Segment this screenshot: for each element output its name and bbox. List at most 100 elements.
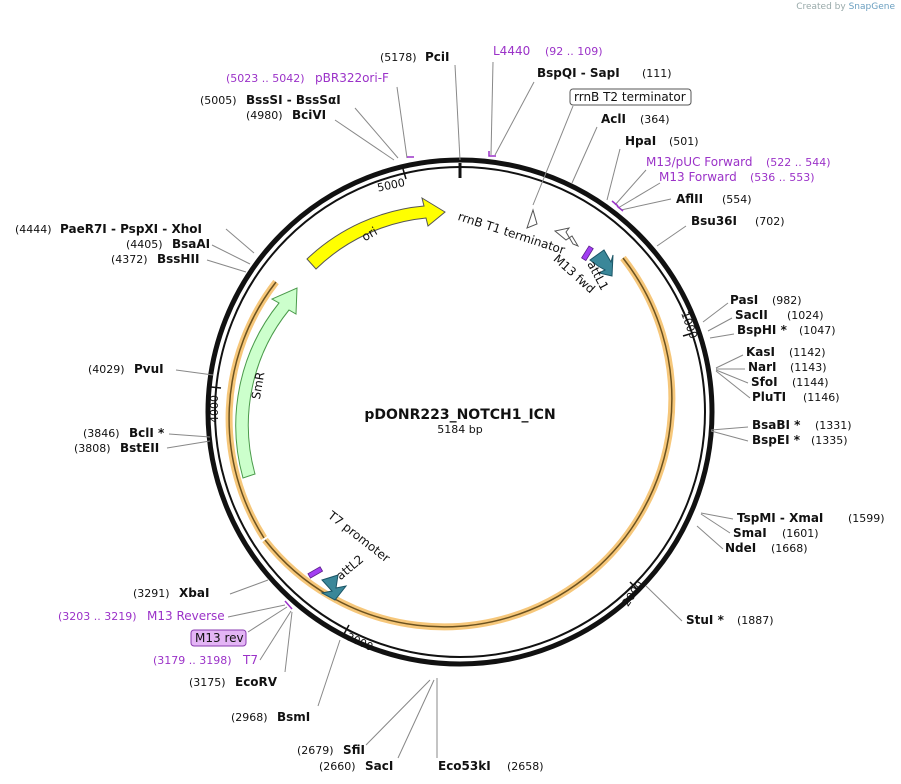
site-saci[interactable]: SacI xyxy=(365,759,393,773)
site-bsssi[interactable]: BssSI - BssSαI xyxy=(246,93,341,107)
orf-line-left xyxy=(228,281,277,539)
orf-highlight-right xyxy=(262,255,676,631)
site-sfoi-pos: (1144) xyxy=(792,376,829,389)
site-bsabi[interactable]: BsaBI * xyxy=(752,418,801,432)
primer-l4440-range: (92 .. 109) xyxy=(545,45,603,58)
site-xbai-pos: (3291) xyxy=(133,587,170,600)
svg-text:3000: 3000 xyxy=(344,630,375,654)
site-hpai[interactable]: HpaI xyxy=(625,134,656,148)
site-paer7i-pspxi-xhoi[interactable]: PaeR7I - PspXI - XhoI xyxy=(60,222,202,236)
rrnb-t1-label: rrnB T1 terminator xyxy=(456,209,567,257)
site-bsshii[interactable]: BssHII xyxy=(157,252,199,266)
rrnb-t1-arrow[interactable] xyxy=(526,208,538,229)
attl1-feature[interactable] xyxy=(589,249,614,277)
snapgene-logo: SnapGene xyxy=(848,2,895,12)
site-bsteii-pos: (3808) xyxy=(74,442,111,455)
site-ndei[interactable]: NdeI xyxy=(725,541,756,555)
site-pvui-pos: (4029) xyxy=(88,363,125,376)
primer-m13-forward-range: (536 .. 553) xyxy=(750,171,815,184)
site-bsmi[interactable]: BsmI xyxy=(277,710,310,724)
site-bcivi-pos: (4980) xyxy=(246,109,283,122)
site-kasi-pos: (1142) xyxy=(789,346,826,359)
site-ndei-pos: (1668) xyxy=(771,542,808,555)
site-sacii[interactable]: SacII xyxy=(735,308,768,322)
site-pluti[interactable]: PluTI xyxy=(752,390,786,404)
site-acli-pos: (364) xyxy=(640,113,670,126)
tick-4000: 4000 xyxy=(208,386,222,423)
site-ecorv-pos: (3175) xyxy=(189,676,226,689)
site-bsshii-pos: (4372) xyxy=(111,253,148,266)
site-sfii-pos: (2679) xyxy=(297,744,334,757)
svg-text:5000: 5000 xyxy=(376,176,406,195)
site-ecorv[interactable]: EcoRV xyxy=(235,675,278,689)
site-bsaai-pos: (4405) xyxy=(126,238,163,251)
site-sfoi[interactable]: SfoI xyxy=(751,375,778,389)
ori-label: ori xyxy=(359,224,380,244)
primer-pbr322ori-f[interactable]: pBR322ori-F xyxy=(315,71,389,85)
site-sfii[interactable]: SfiI xyxy=(343,743,365,757)
rrnb-t2-terminator-box[interactable]: rrnB T2 terminator xyxy=(569,88,692,106)
site-pcii-pos: (5178) xyxy=(380,51,417,64)
site-nari-pos: (1143) xyxy=(790,361,827,374)
smr-feature[interactable] xyxy=(235,287,298,479)
primer-t7[interactable]: T7 xyxy=(242,653,258,667)
site-tspmi-pos: (1599) xyxy=(848,512,885,525)
site-bsphi-pos: (1047) xyxy=(799,324,836,337)
site-eco53ki[interactable]: Eco53kI xyxy=(438,759,491,773)
primer-m13-puc-range: (522 .. 544) xyxy=(766,156,831,169)
m13-rev-box[interactable]: M13 rev xyxy=(190,629,247,647)
site-tspmi-xmai[interactable]: TspMI - XmaI xyxy=(737,511,823,525)
site-kasi[interactable]: KasI xyxy=(746,345,775,359)
primer-m13-puc-forward[interactable]: M13/pUC Forward xyxy=(646,155,753,169)
svg-text:4000: 4000 xyxy=(208,395,221,423)
attl2-primer-bar xyxy=(307,566,324,579)
attl2-feature[interactable] xyxy=(320,574,348,601)
attl1-primer-bar xyxy=(581,245,594,262)
site-bsteii[interactable]: BstEII xyxy=(120,441,159,455)
primer-ticks xyxy=(284,151,624,610)
site-bsmi-pos: (2968) xyxy=(231,711,268,724)
site-hpai-pos: (501) xyxy=(669,135,699,148)
site-pasi[interactable]: PasI xyxy=(730,293,758,307)
attl2-label: attL2 xyxy=(333,552,366,583)
site-bcli-pos: (3846) xyxy=(83,427,120,440)
snapgene-credit: Created by SnapGene xyxy=(796,2,895,12)
site-bcli[interactable]: BclI * xyxy=(129,426,165,440)
site-acli[interactable]: AclI xyxy=(601,112,626,126)
site-bspei-pos: (1335) xyxy=(811,434,848,447)
site-pluti-pos: (1146) xyxy=(803,391,840,404)
site-bsaai[interactable]: BsaAI xyxy=(172,237,210,251)
smr-label: SmR xyxy=(249,371,268,401)
primer-l4440[interactable]: L4440 xyxy=(493,44,530,58)
primer-m13-forward[interactable]: M13 Forward xyxy=(659,170,737,184)
site-bsu36i[interactable]: Bsu36I xyxy=(691,214,737,228)
misc-arrow xyxy=(553,227,580,248)
site-xbai[interactable]: XbaI xyxy=(179,586,209,600)
site-pvui[interactable]: PvuI xyxy=(134,362,164,376)
site-bsu36i-pos: (702) xyxy=(755,215,785,228)
site-pcii[interactable]: PciI xyxy=(425,50,450,64)
leader-lines xyxy=(166,61,751,759)
site-pasi-pos: (982) xyxy=(772,294,802,307)
primer-m13-reverse[interactable]: M13 Reverse xyxy=(147,609,225,623)
site-bsphi[interactable]: BspHI * xyxy=(737,323,788,337)
plasmid-length: 5184 bp xyxy=(437,423,482,436)
site-bspqi-sapi[interactable]: BspQI - SapI xyxy=(537,66,620,80)
site-smai-pos: (1601) xyxy=(782,527,819,540)
site-stui-pos: (1887) xyxy=(737,614,774,627)
site-bcivi[interactable]: BciVI xyxy=(292,108,326,122)
site-bspei[interactable]: BspEI * xyxy=(752,433,801,447)
site-saci-pos: (2660) xyxy=(319,760,356,773)
credit-prefix: Created by xyxy=(796,2,846,12)
plasmid-name: pDONR223_NOTCH1_ICN xyxy=(364,407,555,423)
orf-line-right xyxy=(264,257,673,628)
ori-feature[interactable] xyxy=(306,196,446,270)
site-eco53ki-pos: (2658) xyxy=(507,760,544,773)
tick-1000: 1000 xyxy=(678,310,700,341)
site-stui[interactable]: StuI * xyxy=(686,613,725,627)
site-nari[interactable]: NarI xyxy=(748,360,777,374)
site-smai[interactable]: SmaI xyxy=(733,526,767,540)
site-bspqi-pos: (111) xyxy=(642,67,672,80)
site-aflii[interactable]: AflII xyxy=(676,192,703,206)
